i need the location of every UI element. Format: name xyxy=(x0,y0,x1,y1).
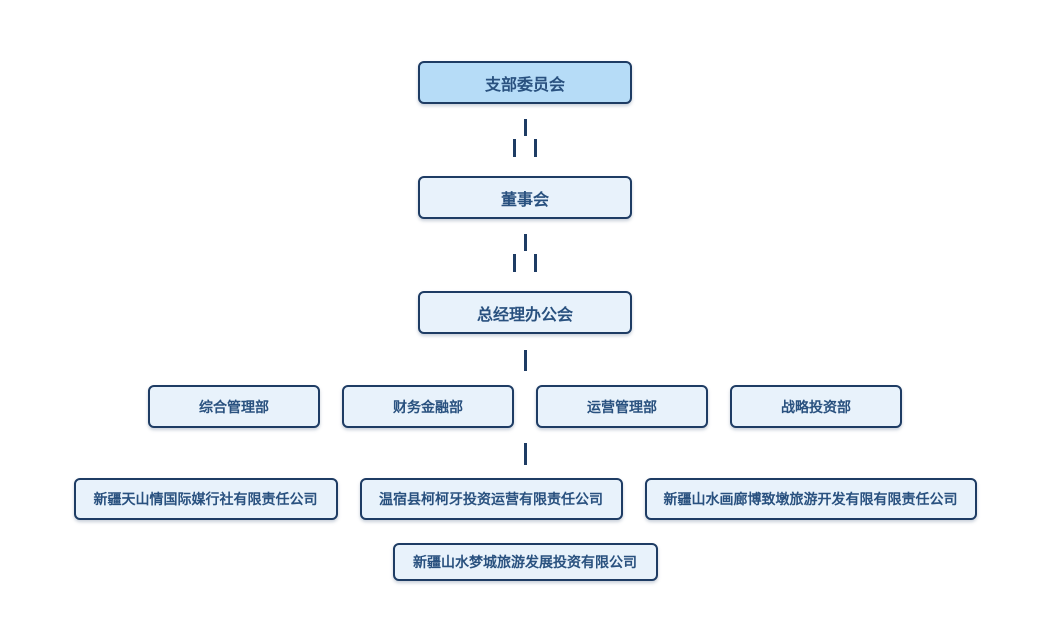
org-level-1: 支部委员会 xyxy=(418,61,632,104)
connector-level4-level5 xyxy=(523,428,527,478)
connector-dash xyxy=(523,119,527,136)
connector-dash xyxy=(534,254,537,272)
connector-dash xyxy=(513,254,516,272)
org-node-general-management-dept: 综合管理部 xyxy=(148,385,320,428)
org-node-finance-dept: 财务金融部 xyxy=(342,385,514,428)
connector-dash xyxy=(523,234,527,251)
org-level-5: 新疆天山情国际媒行社有限责任公司 温宿县柯柯牙投资运营有限责任公司 新疆山水画廊… xyxy=(73,478,977,520)
connector-level2-level3 xyxy=(513,219,537,291)
connector-level3-level4 xyxy=(523,334,527,385)
connector-level1-level2 xyxy=(513,104,537,176)
org-node-gm-office: 总经理办公会 xyxy=(418,291,632,334)
connector-dash-pair xyxy=(513,254,537,272)
org-node-subsidiary-bozhidun-tourism: 新疆山水画廊博致墩旅游开发有限有限责任公司 xyxy=(644,478,977,520)
org-node-board-of-directors: 董事会 xyxy=(418,176,632,219)
org-node-strategic-investment-dept: 战略投资部 xyxy=(730,385,902,428)
org-level-4: 综合管理部 财务金融部 运营管理部 战略投资部 xyxy=(148,385,902,428)
org-level-6: 新疆山水梦城旅游发展投资有限公司 xyxy=(392,520,658,581)
org-node-subsidiary-tianshanqing: 新疆天山情国际媒行社有限责任公司 xyxy=(73,478,338,520)
org-level-3: 总经理办公会 xyxy=(418,291,632,334)
org-level-2: 董事会 xyxy=(418,176,632,219)
connector-dash-pair xyxy=(513,139,537,157)
connector-dash xyxy=(523,443,527,465)
org-node-branch-committee: 支部委员会 xyxy=(418,61,632,104)
org-node-subsidiary-dreamcity-tourism: 新疆山水梦城旅游发展投资有限公司 xyxy=(392,543,658,581)
org-chart: 支部委员会 董事会 总经理办公会 xyxy=(73,61,977,581)
org-node-operations-dept: 运营管理部 xyxy=(536,385,708,428)
connector-dash xyxy=(534,139,537,157)
connector-dash xyxy=(523,350,527,371)
connector-dash xyxy=(513,139,516,157)
org-node-subsidiary-kekeya-investment: 温宿县柯柯牙投资运营有限责任公司 xyxy=(359,478,623,520)
